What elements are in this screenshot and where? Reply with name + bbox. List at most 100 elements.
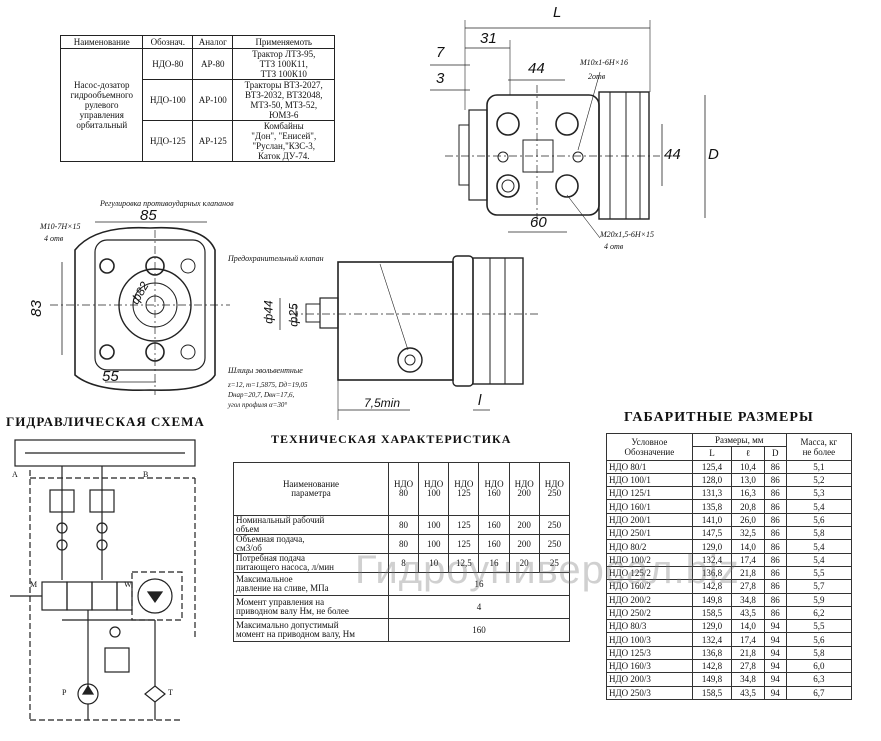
table-row: Насос-дозатор гидрообъемного рулевого уп… (59, 48, 335, 162)
analog-cell: АР-125 (192, 120, 234, 162)
L-cell: 132,4 (691, 632, 733, 647)
L-cell: 136,8 (691, 645, 733, 661)
merged-value-cell: 16 (387, 572, 571, 596)
dim-l-label: l (478, 392, 482, 409)
code-cell: НДО-125 (142, 120, 194, 162)
designation-cell: НДО 200/2 (606, 592, 693, 607)
dims-table-title: ГАБАРИТНЫЕ РАЗМЕРЫ (624, 410, 814, 425)
dim-7-5-label: 7,5min (364, 396, 401, 410)
D-cell: 86 (763, 579, 787, 594)
mass-cell: 5,4 (785, 552, 853, 567)
use-cell: Трактор ЛТЗ-95, ТТЗ 100К11, ТТЗ 100К10 (232, 48, 335, 80)
L-cell: 129,0 (691, 539, 733, 554)
D-cell: 94 (763, 645, 787, 661)
pump-front-view (50, 221, 230, 395)
table-header-row: Наименование Обознач. Аналог Применяемот… (59, 35, 335, 49)
dim-phi44-label: ф44 (261, 300, 276, 324)
value-cell: 200 (508, 515, 540, 535)
D-cell: 86 (763, 592, 787, 607)
l-cell: 26,0 (731, 512, 765, 528)
use-cell: Тракторы ВТЗ-2027, ВТЗ-2032, ВТЗ2048, МТ… (232, 79, 335, 121)
L-cell: 128,0 (691, 472, 733, 488)
L-cell: 141,0 (691, 512, 733, 528)
mass-cell: 5,5 (785, 565, 853, 581)
code-cell: НДО-100 (142, 79, 194, 121)
thread-top-count: 2отв (588, 72, 606, 81)
mass-cell: 5,3 (785, 486, 853, 501)
table-row: НДО-100 АР-100 Тракторы ВТЗ-2027, ВТЗ-20… (61, 79, 335, 121)
safety-valve-label: Предохранительный клапан (228, 254, 324, 263)
designation-cell: НДО 160/1 (606, 499, 693, 514)
l-cell: 13,0 (731, 472, 765, 488)
dim-83-label: 83 (27, 300, 45, 317)
product-name-cell: Насос-дозатор гидрообъемного рулевого уп… (59, 48, 144, 162)
designation-cell: НДО 80/3 (606, 619, 693, 634)
l-cell: 20,8 (731, 499, 765, 514)
dim-55-label: 55 (102, 368, 119, 385)
D-cell: 94 (763, 685, 787, 700)
label-W: W (124, 580, 132, 589)
applicability-table: Наименование Обознач. Аналог Применяемот… (59, 35, 335, 162)
l-cell: 34,8 (731, 592, 765, 607)
D-cell: 86 (763, 486, 787, 501)
dim-31-label: 31 (480, 30, 497, 47)
hydraulic-scheme-drawing (10, 439, 196, 721)
header-analog: Аналог (192, 35, 234, 49)
mass-cell: 5,7 (785, 579, 853, 594)
code-cell: НДО-80 (142, 48, 194, 80)
D-cell: 86 (763, 526, 787, 541)
L-cell: 129,0 (691, 619, 733, 634)
value-cell: 125 (448, 515, 480, 535)
merged-value-cell: 4 (387, 595, 571, 619)
l-cell: 21,8 (731, 645, 765, 661)
l-cell: 10,4 (731, 459, 765, 474)
thread-bottom-count: 4 отв (604, 242, 624, 251)
L-cell: 125,4 (691, 459, 733, 474)
D-cell: 86 (763, 512, 787, 528)
merged-value-cell: 160 (387, 618, 571, 642)
analog-cell: АР-100 (192, 79, 234, 121)
spline-param: Dнар=20,7, Dвн=17,6, (228, 391, 295, 399)
dim-44-top-label: 44 (528, 60, 545, 77)
D-cell: 86 (763, 552, 787, 567)
D-cell: 86 (763, 565, 787, 581)
mass-cell: 5,9 (785, 592, 853, 607)
dim-60-label: 60 (530, 214, 547, 231)
value-cell: 100 (418, 515, 450, 535)
thread-left-count: 4 отв (44, 234, 64, 243)
D-cell: 94 (763, 632, 787, 647)
L-cell: 147,5 (691, 526, 733, 541)
D-cell: 86 (763, 499, 787, 514)
header-L: L (691, 446, 733, 461)
value-cell: 250 (538, 515, 571, 535)
mass-cell: 5,4 (785, 539, 853, 554)
pump-top-view (430, 20, 706, 239)
dim-3-label: 3 (436, 70, 445, 87)
